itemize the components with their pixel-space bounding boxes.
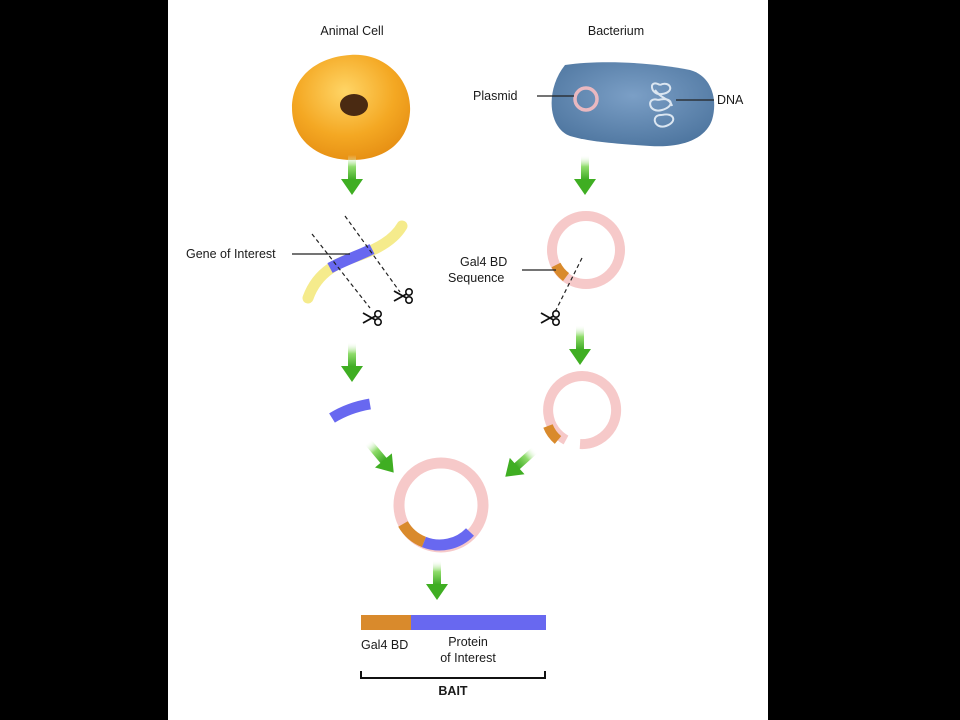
gal4-bd-sequence-label-line2: Sequence	[448, 271, 504, 285]
gal4-bd-label: Gal4 BD	[361, 638, 408, 652]
excised-gene	[329, 398, 371, 423]
animal-cell	[292, 54, 411, 160]
opened-plasmid	[543, 371, 622, 450]
plasmid	[573, 86, 599, 112]
scissors-icon	[393, 287, 414, 305]
bait-bracket	[360, 671, 546, 679]
arrow-plasmid-to-recombinant	[497, 441, 543, 485]
scissors-icon	[540, 309, 561, 327]
protein-label-line1: Protein	[448, 635, 488, 649]
bacterial-dna	[649, 82, 675, 128]
arrow-gene-to-plasmid	[359, 434, 403, 480]
gal4-bd-bar	[361, 615, 411, 630]
gal4-bd-segment	[543, 423, 562, 444]
arrow-plasmid-down	[569, 325, 591, 365]
gene-of-interest-segment	[421, 528, 474, 551]
arrow-to-bait	[426, 560, 448, 600]
recombinant-plasmid	[393, 457, 489, 553]
gal4-bd-sequence-label-line1: Gal4 BD	[460, 255, 507, 269]
bait-fusion	[361, 615, 546, 630]
protein-of-interest-bar	[411, 615, 546, 630]
protein-label-line2: of Interest	[440, 651, 496, 665]
gal4-bd-segment	[551, 262, 570, 281]
bacterium-label: Bacterium	[588, 24, 644, 38]
plasmid-label: Plasmid	[473, 89, 518, 103]
gene-of-interest-segment	[327, 244, 375, 273]
scissors-icon	[362, 309, 383, 327]
bait-label: BAIT	[438, 684, 468, 698]
gene-dna-strand	[292, 215, 408, 309]
gene-of-interest-label: Gene of Interest	[186, 247, 276, 261]
animal-cell-label: Animal Cell	[320, 24, 383, 38]
arrow-bacterium-down	[574, 155, 596, 195]
dna-label: DNA	[717, 93, 744, 107]
bacterium	[537, 62, 715, 147]
arrow-cell-down	[341, 155, 363, 195]
plasmid-gal4	[522, 211, 625, 313]
gal4-bd-segment	[398, 520, 427, 548]
nucleus	[340, 94, 368, 116]
arrow-gene-down	[341, 342, 363, 382]
